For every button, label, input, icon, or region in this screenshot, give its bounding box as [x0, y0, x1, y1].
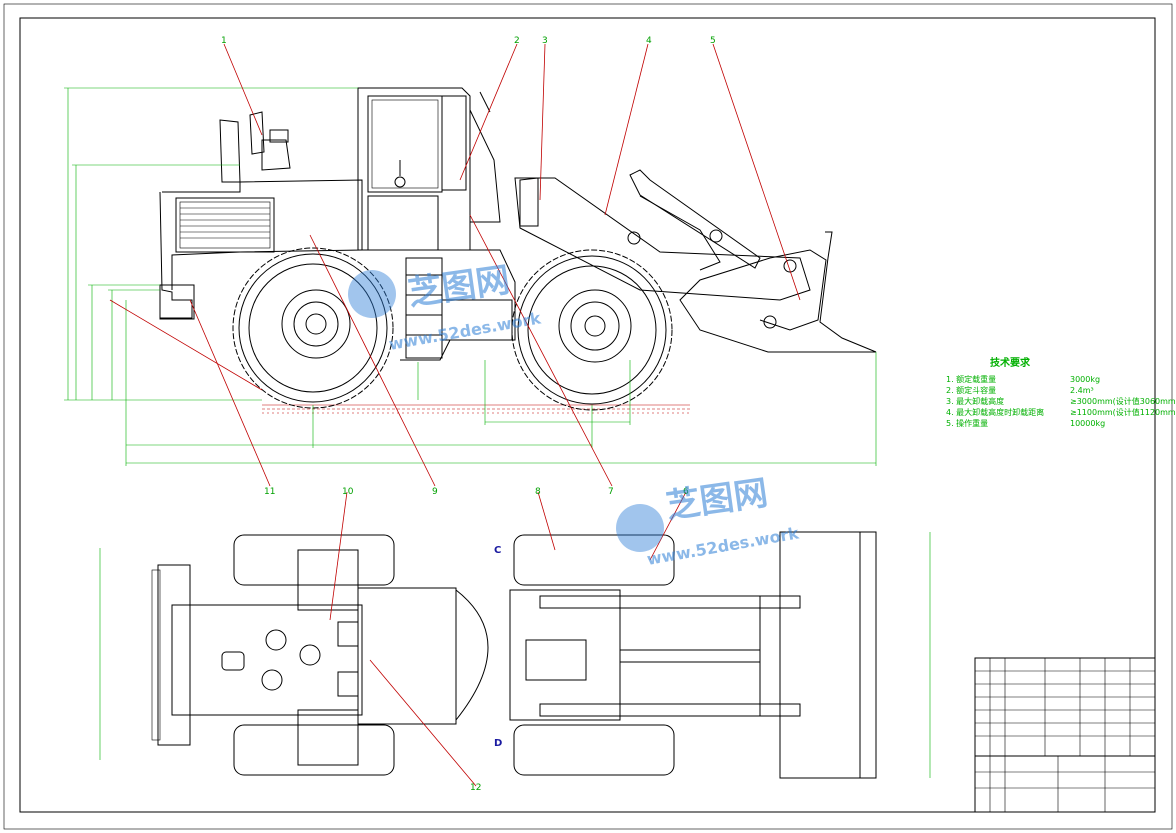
watermark-brand-1: 芝图网 — [406, 260, 513, 314]
tech-item-3: 3. 最大卸载高度 — [946, 396, 1004, 406]
part-number-12: 12 — [470, 783, 481, 793]
ground-hatch — [262, 404, 690, 414]
part-number-5: 5 — [710, 36, 716, 46]
part-number-4: 4 — [646, 36, 652, 46]
front-tire-top — [513, 534, 675, 586]
tech-requirements: 技术要求 1. 额定载重量 2. 额定斗容量 3. 最大卸载高度 4. 最大卸载… — [946, 356, 1176, 428]
part-number-2: 2 — [514, 36, 520, 46]
rear-tire-bottom — [233, 724, 395, 776]
tech-value-1: 3000kg — [1070, 375, 1100, 384]
tech-item-2: 2. 额定斗容量 — [946, 385, 996, 395]
tech-item-4: 4. 最大卸载高度时卸载距离 — [946, 407, 1044, 417]
view-label-c: C — [494, 545, 501, 556]
sheet-border-outer — [3, 3, 1173, 830]
part-number-11: 11 — [264, 487, 275, 497]
part-number-3: 3 — [542, 36, 548, 46]
tech-item-1: 1. 额定载重量 — [946, 374, 996, 384]
dimension-lines — [64, 87, 877, 466]
sheet-border-inner — [19, 17, 1156, 813]
tech-value-4: ≥1100mm(设计值1120mm) — [1070, 407, 1176, 417]
part-number-7: 7 — [608, 487, 614, 497]
bucket-top — [779, 531, 877, 779]
front-wheel — [511, 249, 673, 411]
watermark-logo-icon — [348, 270, 664, 552]
rear-tire-top — [233, 534, 395, 586]
tech-title: 技术要求 — [990, 356, 1031, 369]
radiator-grille — [180, 207, 270, 239]
watermark-brand-2: 芝图网 — [664, 473, 771, 527]
tech-value-2: 2.4m³ — [1070, 386, 1094, 395]
part-number-10: 10 — [342, 487, 354, 497]
title-block — [974, 657, 1156, 813]
part-number-1: 1 — [221, 36, 227, 46]
part-number-labels: 1 2 3 4 5 6 7 8 9 10 11 12 — [221, 36, 716, 793]
part-number-8: 8 — [535, 487, 541, 497]
front-tire-bottom — [513, 724, 675, 776]
leader-lines — [109, 43, 801, 487]
view-label-d: D — [494, 738, 502, 749]
tech-item-5: 5. 操作重量 — [946, 418, 988, 428]
top-view — [99, 491, 931, 787]
tech-value-3: ≥3000mm(设计值3060mm) — [1070, 396, 1176, 406]
tech-value-5: 10000kg — [1070, 419, 1105, 428]
part-number-6: 6 — [683, 487, 689, 497]
watermark-site-2: www.52des.work — [645, 523, 800, 568]
part-number-9: 9 — [432, 487, 438, 497]
side-view — [64, 43, 877, 487]
